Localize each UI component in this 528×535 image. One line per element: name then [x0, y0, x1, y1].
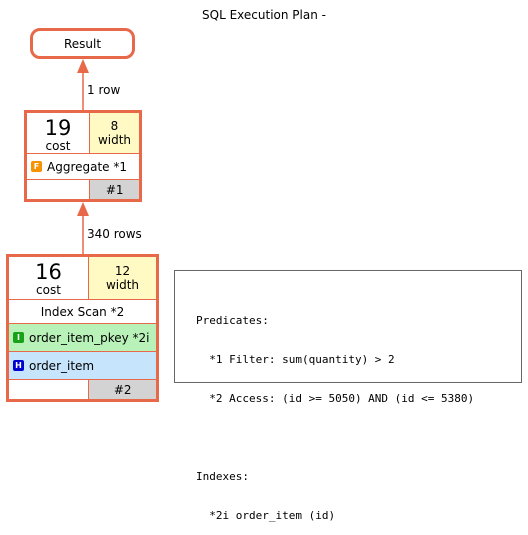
plan-node-aggregate: 19 cost 8 width F Aggregate *1 #1 — [24, 110, 142, 202]
width-label: width — [105, 278, 140, 292]
node-id: #1 — [90, 180, 139, 199]
cost-label: cost — [36, 283, 61, 297]
filter-badge-icon: F — [31, 161, 42, 172]
heap-badge-icon: H — [13, 360, 24, 371]
width-value: 12 — [114, 264, 131, 278]
width-value: 8 — [110, 119, 119, 133]
edges-layer — [77, 59, 89, 254]
diagram-title: SQL Execution Plan - — [202, 8, 326, 22]
indexes-heading: Indexes: — [196, 470, 249, 483]
cost-value: 19 — [44, 116, 72, 140]
node-footer: #2 — [9, 379, 156, 399]
node-id: #2 — [89, 380, 156, 399]
cost-cell: 16 cost — [9, 257, 89, 299]
node-operation-title: Index Scan *2 — [40, 304, 125, 319]
edge-arrow-aggregate — [77, 202, 89, 254]
operation-row-heap: H order_item — [9, 351, 156, 379]
edge-label-340-rows: 340 rows — [87, 227, 142, 241]
operation-label: order_item_pkey *2i — [29, 330, 150, 345]
cost-cell: 19 cost — [27, 113, 90, 153]
operation-row-aggregate: F Aggregate *1 — [27, 153, 139, 179]
operation-label: Aggregate *1 — [47, 159, 128, 174]
edge-arrow-result — [77, 59, 89, 110]
result-node-label: Result — [63, 36, 102, 51]
operation-label: order_item — [29, 358, 95, 373]
blank-line — [196, 431, 521, 444]
plan-node-index-scan: 16 cost 12 width Index Scan *2 I order_i… — [6, 254, 159, 402]
index-line: *2i order_item (id) — [196, 509, 336, 522]
cost-label: cost — [45, 139, 71, 153]
operation-row-index: I order_item_pkey *2i — [9, 323, 156, 351]
result-node: Result — [30, 28, 135, 59]
node-footer: #1 — [27, 179, 139, 199]
width-cell: 12 width — [89, 257, 156, 299]
width-cell: 8 width — [90, 113, 139, 153]
predicates-heading: Predicates: — [196, 314, 269, 327]
footer-empty-cell — [27, 180, 91, 199]
footer-empty-cell — [9, 380, 90, 399]
width-label: width — [97, 133, 132, 147]
predicates-panel: Predicates: *1 Filter: sum(quantity) > 2… — [174, 270, 522, 522]
predicate-line: *2 Access: (id >= 5050) AND (id <= 5380) — [196, 392, 475, 405]
cost-value: 16 — [35, 260, 62, 284]
edge-label-1-row: 1 row — [87, 83, 121, 97]
node-header: Index Scan *2 — [9, 299, 156, 323]
index-badge-icon: I — [13, 332, 24, 343]
predicate-line: *1 Filter: sum(quantity) > 2 — [196, 353, 395, 366]
